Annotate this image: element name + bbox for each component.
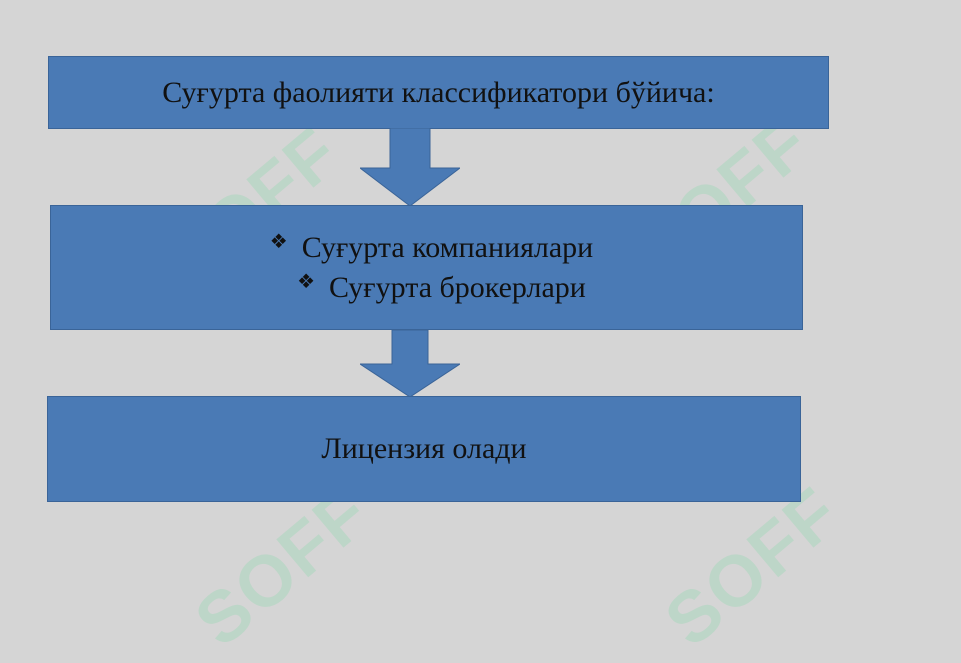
flow-step-license-text: Лицензия олади	[321, 432, 527, 465]
diamond-bullet-icon: ❖	[297, 270, 316, 293]
flow-step-classifier-box: Суғурта фаолияти классификатори бўйича:	[48, 56, 829, 129]
diamond-bullet-icon: ❖	[269, 230, 288, 253]
down-arrow-icon	[360, 330, 460, 397]
list-item-label: Суғурта брокерлари	[329, 270, 586, 304]
list-item-label: Суғурта компаниялари	[301, 230, 594, 264]
flow-step-classifier-text: Суғурта фаолияти классификатори бўйича:	[162, 75, 715, 109]
flow-step-entities-box: ❖ Суғурта компаниялари ❖ Суғурта брокерл…	[50, 205, 803, 330]
list-item: ❖ Суғурта брокерлари	[297, 268, 586, 308]
list-item: ❖ Суғурта компаниялари	[270, 228, 594, 268]
down-arrow-icon	[360, 128, 460, 206]
flow-step-license-box: Лицензия олади	[47, 396, 801, 502]
